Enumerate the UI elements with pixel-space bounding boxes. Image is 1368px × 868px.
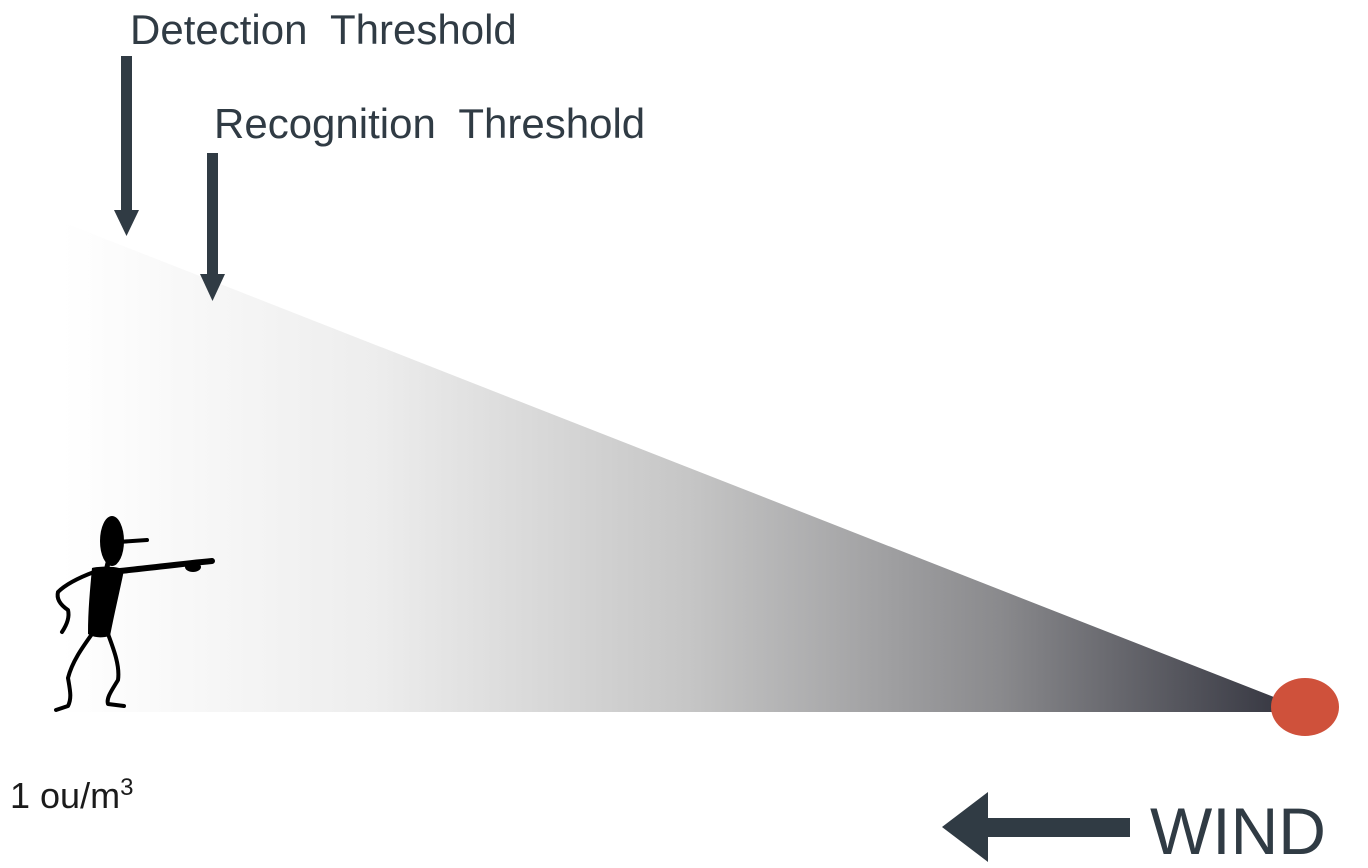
recognition-threshold-label: Recognition Threshold: [214, 100, 646, 147]
concentration-value: 1 ou/m: [10, 775, 121, 816]
concentration-label: 1 ou/m3: [10, 775, 133, 816]
detection-threshold-arrow: [114, 56, 139, 236]
recognition-threshold-arrow: [200, 153, 225, 301]
arrow-left-icon: [942, 792, 1130, 862]
detection-threshold-label: Detection Threshold: [130, 6, 517, 53]
odour-source-icon: [1271, 678, 1339, 736]
person-pointing-icon: [54, 516, 215, 712]
concentration-exponent: 3: [120, 774, 134, 801]
wind-label: WIND: [1150, 794, 1326, 868]
odour-plume: [62, 222, 1312, 712]
